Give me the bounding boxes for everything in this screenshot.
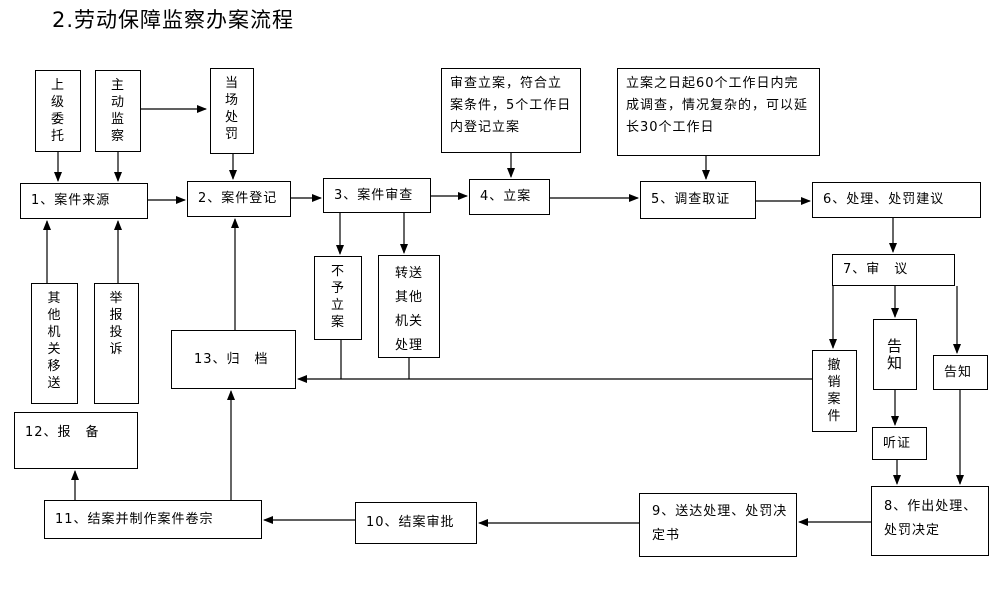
hearing-box: 听证 [872,427,927,460]
case-source-box: 1、案件来源 [20,183,148,219]
investigation-box: 5、调查取证 [640,181,756,219]
transfer-other-box: 转送其他机关处理 [378,255,440,358]
file-case-box: 4、立案 [469,179,550,215]
active-inspection-box: 主动监察 [95,70,141,152]
handling-suggestion-box: 6、处理、处罚建议 [812,182,981,218]
review-note-box: 审查立案，符合立案条件，5个工作日内登记立案 [441,68,581,153]
filing-report-box: 12、报 备 [14,412,138,469]
upper-entrust-box: 上级委托 [35,70,81,152]
notify-box-1: 告知 [873,319,917,390]
case-review-box: 3、案件审查 [323,178,431,213]
case-registration-box: 2、案件登记 [187,181,291,217]
on-site-penalty-box: 当场处罚 [210,68,254,154]
deliver-decision-box: 9、送达处理、处罚决定书 [639,493,797,557]
report-complaint-box: 举报投诉 [94,283,139,404]
other-agency-transfer-box: 其他机关移送 [31,283,78,404]
close-and-dossier-box: 11、结案并制作案件卷宗 [44,500,262,539]
reject-case-box: 不予立案 [314,256,362,340]
archive-box: 13、归 档 [171,330,296,389]
withdraw-case-box: 撤销案件 [812,350,857,432]
deliberation-box: 7、审 议 [832,254,955,286]
investigation-note-box: 立案之日起60个工作日内完成调查，情况复杂的，可以延长30个工作日 [617,68,820,156]
make-decision-box: 8、作出处理、处罚决定 [871,486,989,556]
close-approval-box: 10、结案审批 [355,502,477,544]
page-title: 2.劳动保障监察办案流程 [52,8,295,32]
notify-box-2: 告知 [933,355,988,390]
